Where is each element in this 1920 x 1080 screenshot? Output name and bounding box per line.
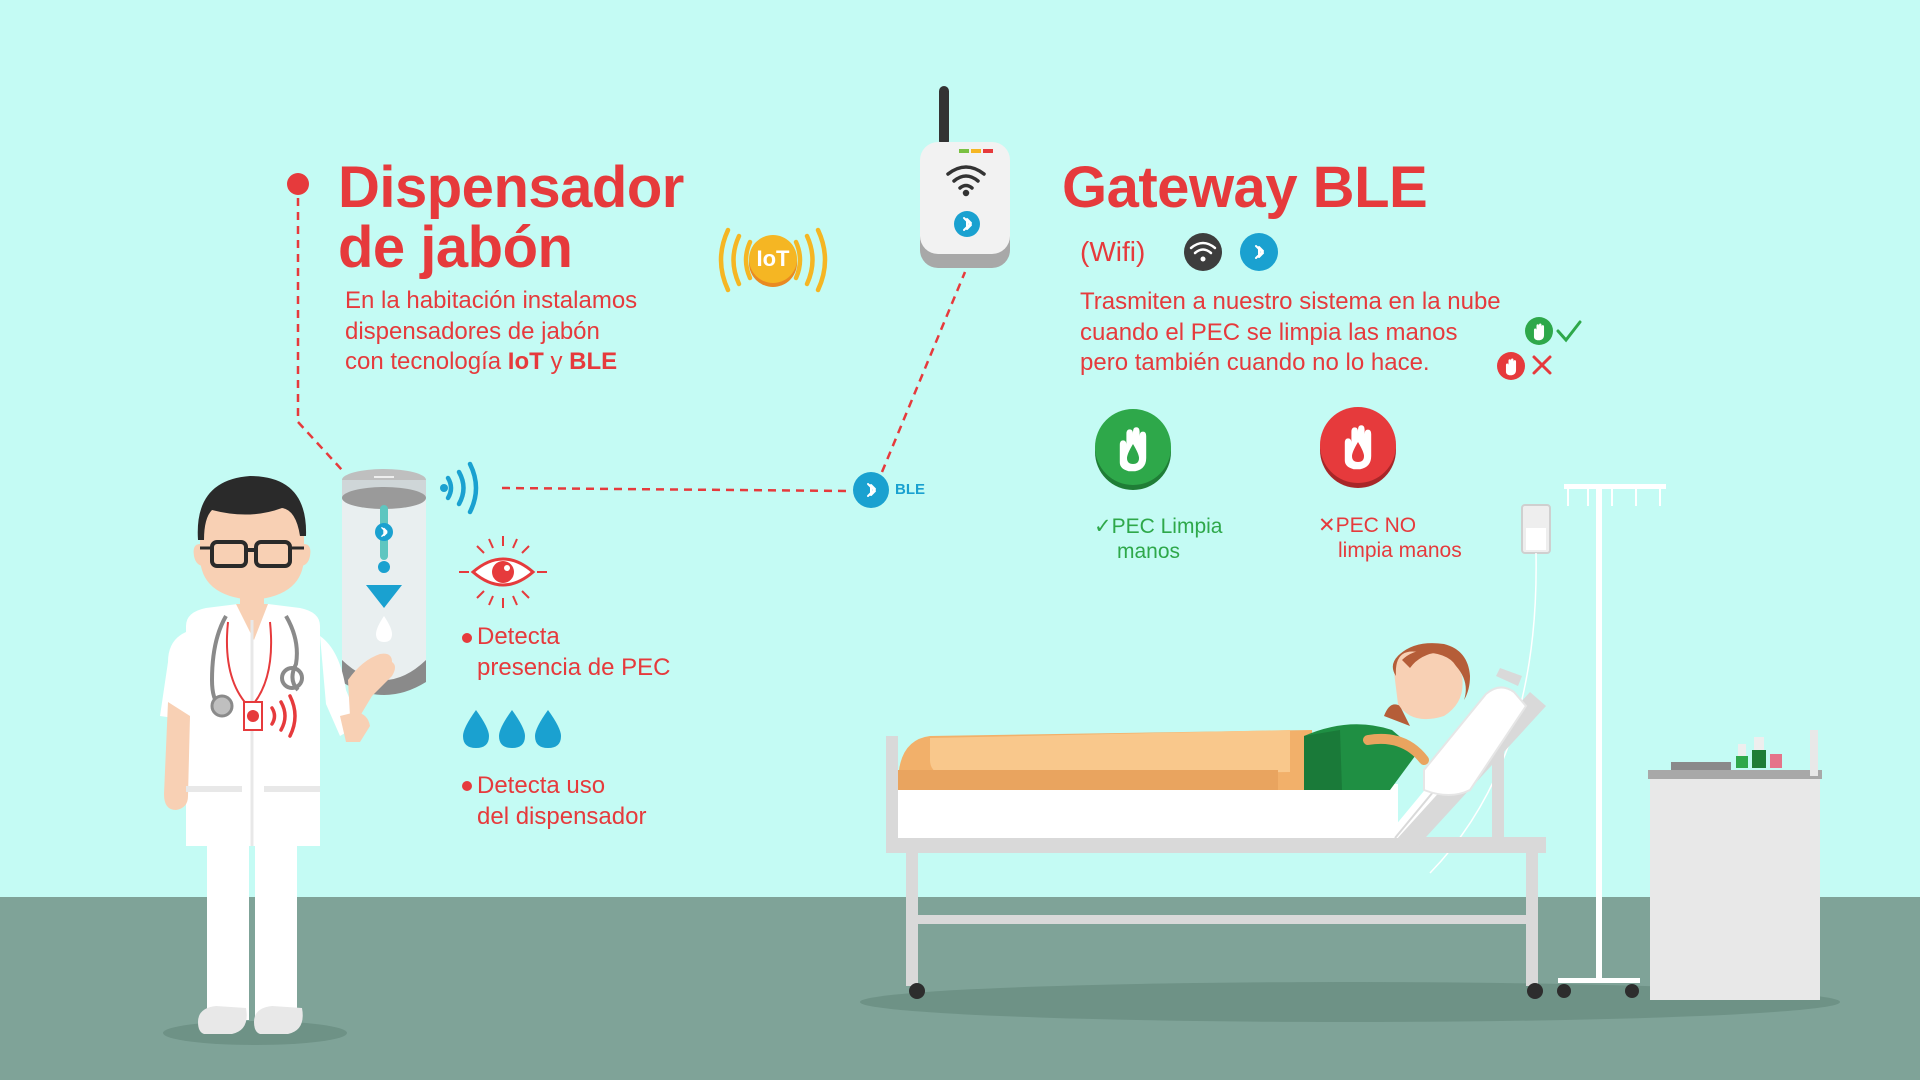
dispenser-desc-line3: con tecnología IoT y BLE [345,347,637,378]
cross-icon [1532,355,1552,375]
connector-dispenser-title [296,184,343,471]
title-bullet [287,173,309,195]
detect-usage: Detecta uso del dispensador [477,771,646,832]
desc-ble: BLE [569,348,618,375]
gateway-device [920,86,1010,268]
check-icon [1556,320,1582,343]
status-clean-text1: PEC Limpia [1111,515,1223,538]
status-clean-line1: ✓PEC Limpia [1094,514,1223,539]
status-clean: ✓PEC Limpia manos [1094,514,1223,564]
gateway-desc-line2: cuando el PEC se limpia las manos [1080,318,1458,346]
iot-badge-icon [718,227,828,293]
connector-lines [296,184,967,493]
desc-iot: IoT [507,348,544,375]
water-drop-icon [499,710,525,748]
bed-shadow [860,982,1840,1022]
detect-presence: Detecta presencia de PEC [477,622,670,683]
gateway-wifi-label: (Wifi) [1080,236,1146,267]
gateway-antenna [939,86,949,146]
dispenser-title-line2: de jabón [338,215,573,280]
detect-presence-line2: presencia de PEC [477,653,671,681]
detect-usage-line1: Detecta uso [477,772,606,799]
wifi-icon [946,165,986,197]
dispenser-description: En la habitación instalamos dispensadore… [345,286,637,378]
connector-dispenser-ble [501,486,851,493]
soap-drop-icon [376,616,392,642]
dirty-hand-icon [1320,407,1396,488]
eye-icon [459,536,547,608]
detect-presence-line1: Detecta [477,623,560,650]
bedside-table [1648,730,1822,1000]
ble-node-label: BLE [895,481,925,498]
dispenser-title-line1: Dispensador [338,155,684,220]
gateway-wifi-icon [1184,233,1222,271]
status-clean-line2: manos [1117,540,1181,563]
badge-signal-icon [270,694,297,738]
gateway-desc-line1: Trasmiten a nuestro sistema en la nube [1080,288,1501,315]
desc-mid: y [543,348,570,375]
gateway-desc-line3: pero también cuando no lo hace. [1080,349,1430,376]
check-mark-icon: ✓ [1094,515,1112,538]
water-drops [463,710,561,748]
dispenser-title: Dispensador de jabón [338,158,684,278]
iot-badge-label: IoT [756,246,790,271]
hospital-bed [886,668,1546,999]
status-dirty-line2: limpia manos [1338,539,1462,562]
soap-dispenser [342,469,426,695]
signal-waves-icon [445,461,479,515]
water-drop-icon [463,710,489,748]
cross-mark-icon: ✕ [1318,514,1336,537]
gateway-description: Trasmiten a nuestro sistema en la nube c… [1080,287,1501,379]
connector-ble-gateway [880,271,967,473]
dispenser-desc-line2: dispensadores de jabón [345,317,600,345]
dispenser-desc-line1: En la habitación instalamos [345,287,638,314]
water-drop-icon [535,710,561,748]
gateway-title: Gateway BLE [1062,155,1428,220]
detect-usage-line2: del dispensador [477,802,647,830]
clean-hand-icon [1095,409,1171,490]
status-dirty: ✕PEC NO limpia manos [1318,513,1462,563]
status-dirty-text1: PEC NO [1335,514,1417,537]
patient [898,643,1470,790]
status-dirty-line1: ✕PEC NO [1318,513,1462,538]
desc-prefix: con tecnología [345,348,508,375]
doctor [160,476,395,1034]
